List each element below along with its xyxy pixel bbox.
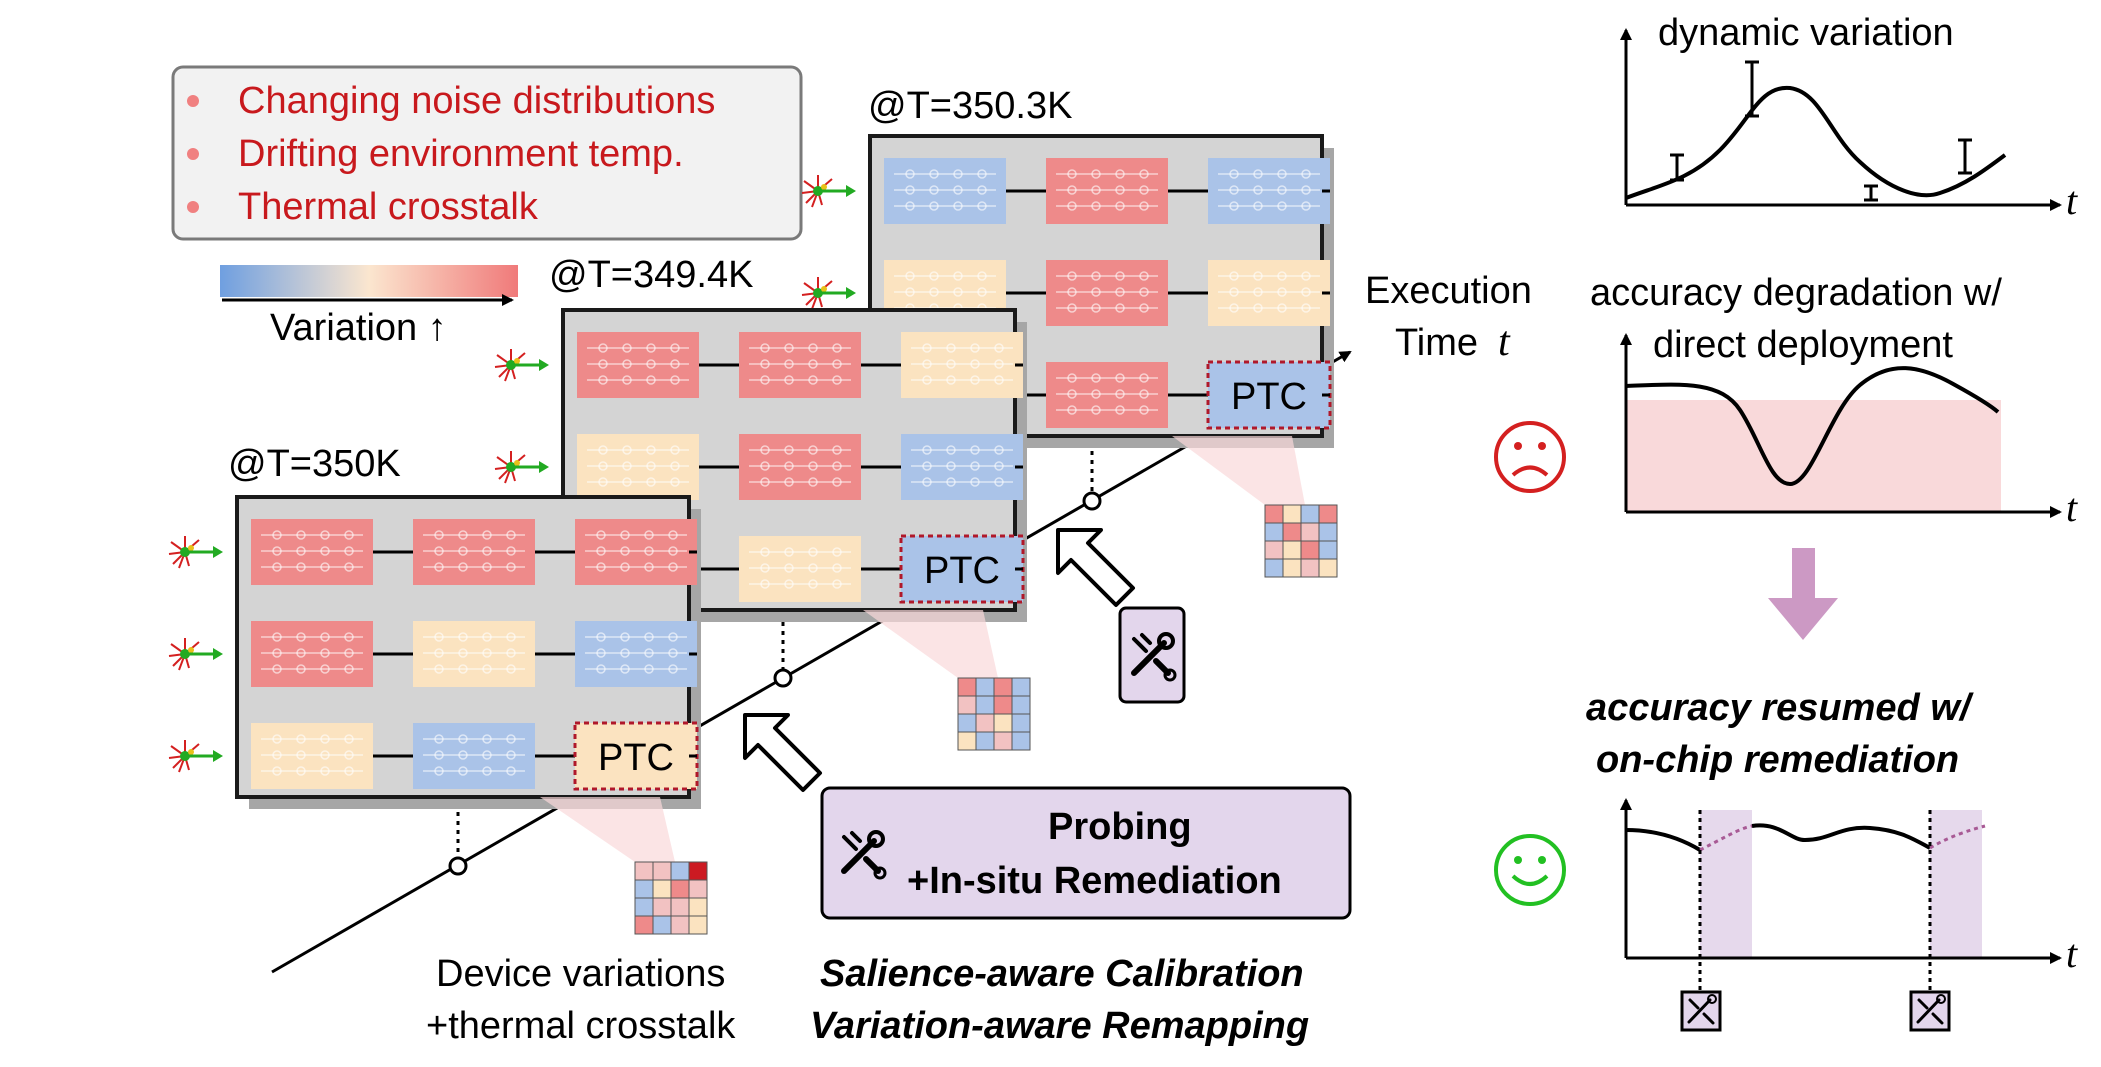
mesh-cell xyxy=(413,621,535,687)
accuracy-degradation-plot: accuracy degradation w/ direct deploymen… xyxy=(1494,272,2078,530)
wrench-icon xyxy=(841,830,887,880)
variation-colorbar: Variation ↑ xyxy=(220,265,518,349)
chip-front: PTC xyxy=(168,495,701,809)
hollow-arrow-icon xyxy=(743,713,822,792)
mesh-cell xyxy=(901,332,1023,398)
mesh-cell xyxy=(577,434,699,500)
chip-temp-middle: @T=349.4K xyxy=(549,254,753,296)
tool-badge xyxy=(1118,606,1186,704)
bullet-icon xyxy=(187,95,199,107)
mesh-cell xyxy=(577,332,699,398)
chip-back: PTC xyxy=(801,134,1334,448)
laser-icon xyxy=(168,740,223,773)
chip-temp-back: @T=350.3K xyxy=(868,85,1072,127)
tool-icon xyxy=(1909,990,1951,1032)
axis-variable: t xyxy=(1498,319,1511,365)
sad-face-icon xyxy=(1494,421,1566,493)
noise-legend-box: Changing noise distributions Drifting en… xyxy=(171,65,803,241)
tool-icon xyxy=(1680,990,1722,1032)
degradation-title-1: accuracy degradation w/ xyxy=(1590,272,2002,314)
remediation-window xyxy=(1700,810,1752,958)
heatmaps xyxy=(540,436,1338,935)
mesh-cell xyxy=(251,723,373,789)
time-marker xyxy=(773,668,793,688)
mesh-cell xyxy=(575,621,697,687)
dynamic-variation-title: dynamic variation xyxy=(1658,12,1954,54)
degradation-title-2: direct deployment xyxy=(1653,324,1953,366)
laser-icon xyxy=(494,349,549,382)
axis-variable: t xyxy=(2066,485,2078,530)
mesh-cell xyxy=(1208,260,1330,326)
axis-label: Execution xyxy=(1365,270,1532,312)
legend-item: Thermal crosstalk xyxy=(238,186,539,228)
mesh-cell xyxy=(884,158,1006,224)
legend-item: Changing noise distributions xyxy=(238,80,715,122)
hollow-arrow-icon xyxy=(1056,528,1135,607)
resumed-title-1: accuracy resumed w/ xyxy=(1586,687,1974,729)
heatmap-matrix xyxy=(1172,436,1338,578)
wrench-icon xyxy=(1131,632,1177,682)
probing-line1: Probing xyxy=(1048,806,1192,848)
colorbar-label: Variation ↑ xyxy=(270,307,447,349)
ptc-label: PTC xyxy=(598,737,674,779)
probing-remediation-box: Probing +In-situ Remediation xyxy=(820,786,1352,920)
time-axis: Execution Time t xyxy=(271,270,1532,974)
variation-remapping-label: Variation-aware Remapping xyxy=(810,1005,1309,1047)
time-marker xyxy=(1082,491,1102,511)
chip-temp-front: @T=350K xyxy=(228,443,401,485)
axis-variable: t xyxy=(2066,931,2078,976)
thermal-crosstalk-label: +thermal crosstalk xyxy=(426,1005,736,1047)
heatmap-matrix xyxy=(863,610,1031,751)
mesh-cell xyxy=(739,434,861,500)
mesh-cell xyxy=(1046,158,1168,224)
ptc-block: PTC xyxy=(573,721,699,791)
bullet-icon xyxy=(187,201,199,213)
ptc-block: PTC xyxy=(899,534,1025,604)
bullet-icon xyxy=(187,148,199,160)
heatmap-matrix xyxy=(540,797,708,935)
legend-item: Drifting environment temp. xyxy=(238,133,684,175)
remediation-window xyxy=(1930,810,1982,958)
laser-icon xyxy=(168,536,223,569)
mesh-cell xyxy=(1046,260,1168,326)
down-arrow-icon xyxy=(1768,548,1838,640)
ptc-block: PTC xyxy=(1206,360,1332,430)
axis-label-time: Time xyxy=(1395,322,1478,364)
laser-icon xyxy=(168,638,223,671)
mesh-cell xyxy=(413,519,535,585)
mesh-cell xyxy=(739,332,861,398)
device-variations-label: Device variations xyxy=(436,953,725,995)
ptc-label: PTC xyxy=(1231,376,1307,418)
mesh-cell xyxy=(1208,158,1330,224)
laser-icon xyxy=(801,175,856,208)
mesh-cell xyxy=(901,434,1023,500)
mesh-cell xyxy=(739,536,861,602)
chip-middle: PTC xyxy=(494,308,1027,622)
salience-calibration-label: Salience-aware Calibration xyxy=(820,953,1304,995)
axis-variable: t xyxy=(2066,178,2078,223)
probing-line2: +In-situ Remediation xyxy=(907,860,1282,902)
dynamic-variation-plot: dynamic variation t xyxy=(1620,12,2078,223)
accuracy-resumed-plot: accuracy resumed w/ on-chip remediation … xyxy=(1494,687,2078,1032)
happy-face-icon xyxy=(1494,834,1566,906)
mesh-cell xyxy=(251,621,373,687)
mesh-cell xyxy=(1046,362,1168,428)
mesh-cell xyxy=(413,723,535,789)
mesh-cell xyxy=(251,519,373,585)
mesh-cell xyxy=(575,519,697,585)
laser-icon xyxy=(494,451,549,484)
ptc-label: PTC xyxy=(924,550,1000,592)
time-marker xyxy=(448,856,468,876)
resumed-title-2: on-chip remediation xyxy=(1596,739,1959,781)
laser-icon xyxy=(801,277,856,310)
